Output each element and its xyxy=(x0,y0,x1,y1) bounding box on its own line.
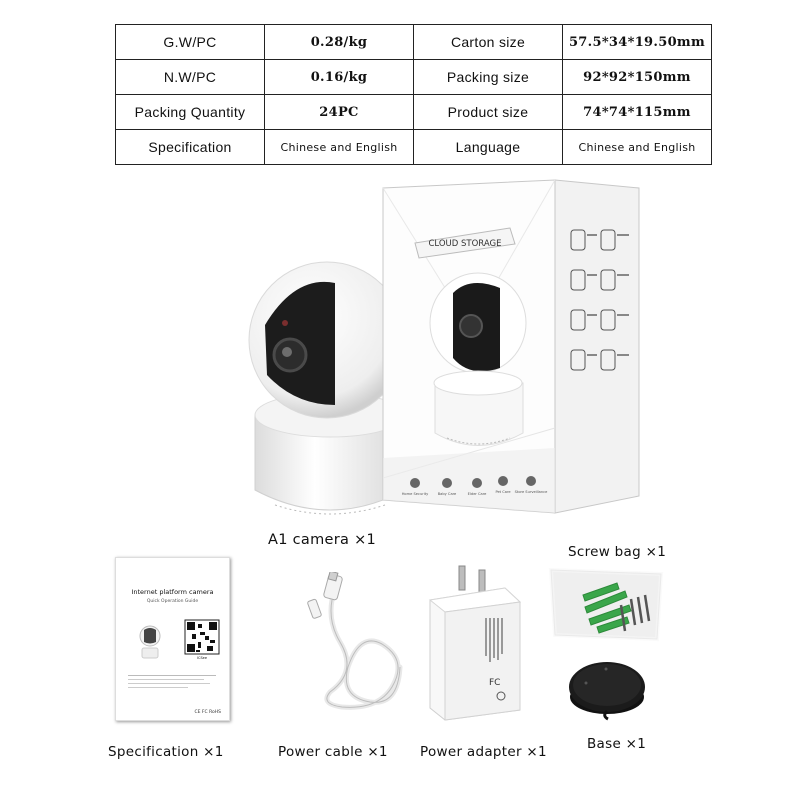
table-cell: Packing size xyxy=(413,59,563,95)
spec-table: G.W/PC 0.28/kg Carton size 57.5*34*19.50… xyxy=(115,24,712,165)
table-cell: 24PC xyxy=(264,94,414,130)
power-cable-image xyxy=(307,572,403,710)
table-cell: 0.16/kg xyxy=(264,59,414,95)
specification-caption: Specification ×1 xyxy=(108,744,224,760)
manual-title: Internet platform camera xyxy=(131,588,214,596)
svg-text:FC: FC xyxy=(489,678,500,688)
base-caption: Base ×1 xyxy=(587,736,647,752)
table-cell: 0.28/kg xyxy=(264,24,414,60)
table-cell: 57.5*34*19.50mm xyxy=(562,24,712,60)
manual-image: Internet platform camera Quick Operation… xyxy=(115,557,230,721)
power-adapter-image: FC xyxy=(428,565,522,721)
base-image xyxy=(569,662,645,721)
table-cell: Product size xyxy=(413,94,563,130)
table-row: Packing Quantity 24PC Product size 74*74… xyxy=(115,94,712,130)
box-footer-label: Store Surveillance xyxy=(515,490,548,494)
table-row: G.W/PC 0.28/kg Carton size 57.5*34*19.50… xyxy=(115,24,712,60)
box-footer-label: Pet Care xyxy=(495,490,511,494)
box-label: CLOUD STORAGE xyxy=(429,239,502,249)
power-adapter-caption: Power adapter ×1 xyxy=(420,744,547,760)
power-cable-caption: Power cable ×1 xyxy=(278,744,388,760)
box-footer-label: Home Security xyxy=(402,492,429,496)
camera-caption: A1 camera ×1 xyxy=(268,532,377,548)
table-cell: N.W/PC xyxy=(115,59,265,95)
manual-qr-label: ICSee xyxy=(196,656,207,660)
table-cell: Chinese and English xyxy=(264,129,414,165)
table-cell: Carton size xyxy=(413,24,563,60)
table-cell: Language xyxy=(413,129,563,165)
manual-subtitle: Quick Operation Guide xyxy=(146,599,199,604)
table-row: N.W/PC 0.16/kg Packing size 92*92*150mm xyxy=(115,59,712,95)
table-cell: Packing Quantity xyxy=(115,94,265,130)
manual-certification-marks: CE FC RoHS xyxy=(194,710,222,715)
table-cell: Specification xyxy=(115,129,265,165)
table-cell: Chinese and English xyxy=(562,129,712,165)
packaging-box-image: CLOUD STORAGE Home Security Baby Care El… xyxy=(382,179,640,514)
screw-bag-caption: Screw bag ×1 xyxy=(568,544,667,560)
table-row: Specification Chinese and English Langua… xyxy=(115,129,712,165)
box-footer-label: Elder Care xyxy=(468,492,487,496)
box-footer-label: Baby Care xyxy=(438,492,457,496)
table-cell: G.W/PC xyxy=(115,24,265,60)
table-cell: 74*74*115mm xyxy=(562,94,712,130)
table-cell: 92*92*150mm xyxy=(562,59,712,95)
screw-bag-image xyxy=(548,567,664,642)
camera-image xyxy=(248,261,410,515)
